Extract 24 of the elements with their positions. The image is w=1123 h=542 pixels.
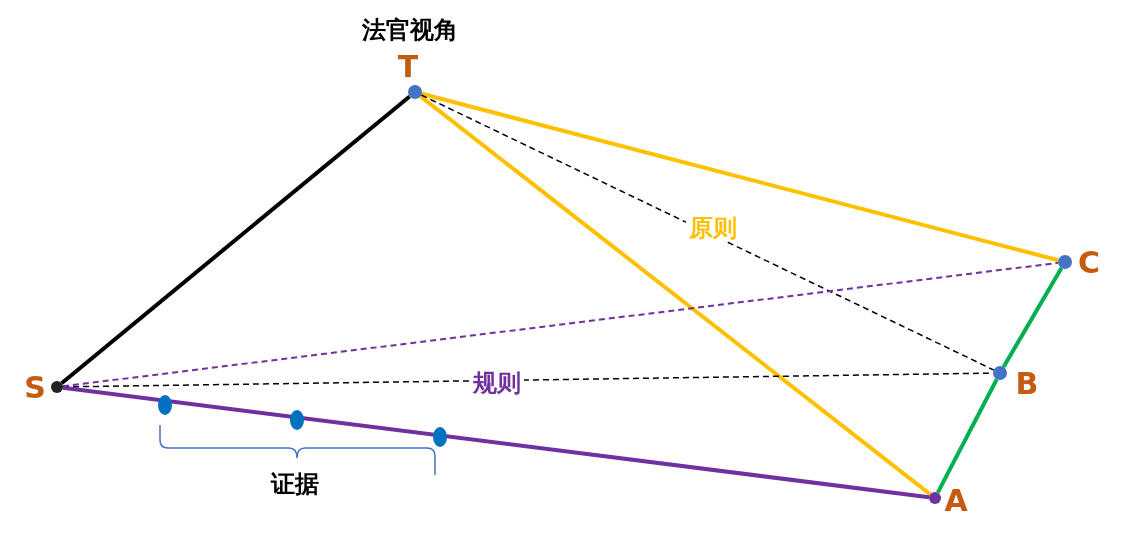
point-label: T: [397, 52, 419, 82]
point-label: S: [24, 373, 46, 403]
point-dot: [993, 366, 1007, 380]
point-label: B: [1015, 369, 1039, 399]
dashed-line: [420, 94, 995, 371]
line: [1001, 267, 1064, 368]
line: [419, 94, 932, 496]
point-dot: [290, 410, 304, 430]
line: [62, 385, 930, 500]
edge-label: 规则: [470, 370, 524, 396]
point-dot: [158, 395, 172, 415]
line: [421, 91, 1059, 263]
point-dot: [433, 427, 447, 447]
line: [936, 378, 999, 494]
line: [60, 94, 411, 385]
point-label: A: [944, 486, 968, 516]
point-dot: [408, 85, 422, 99]
dashed-line: [61, 261, 1060, 388]
point-dot: [51, 381, 63, 393]
heading: 法官视角: [362, 18, 458, 42]
bracket-label: 证据: [271, 472, 319, 496]
point-label: C: [1078, 248, 1100, 278]
point-dot: [1058, 255, 1072, 269]
point-dot: [929, 492, 941, 504]
